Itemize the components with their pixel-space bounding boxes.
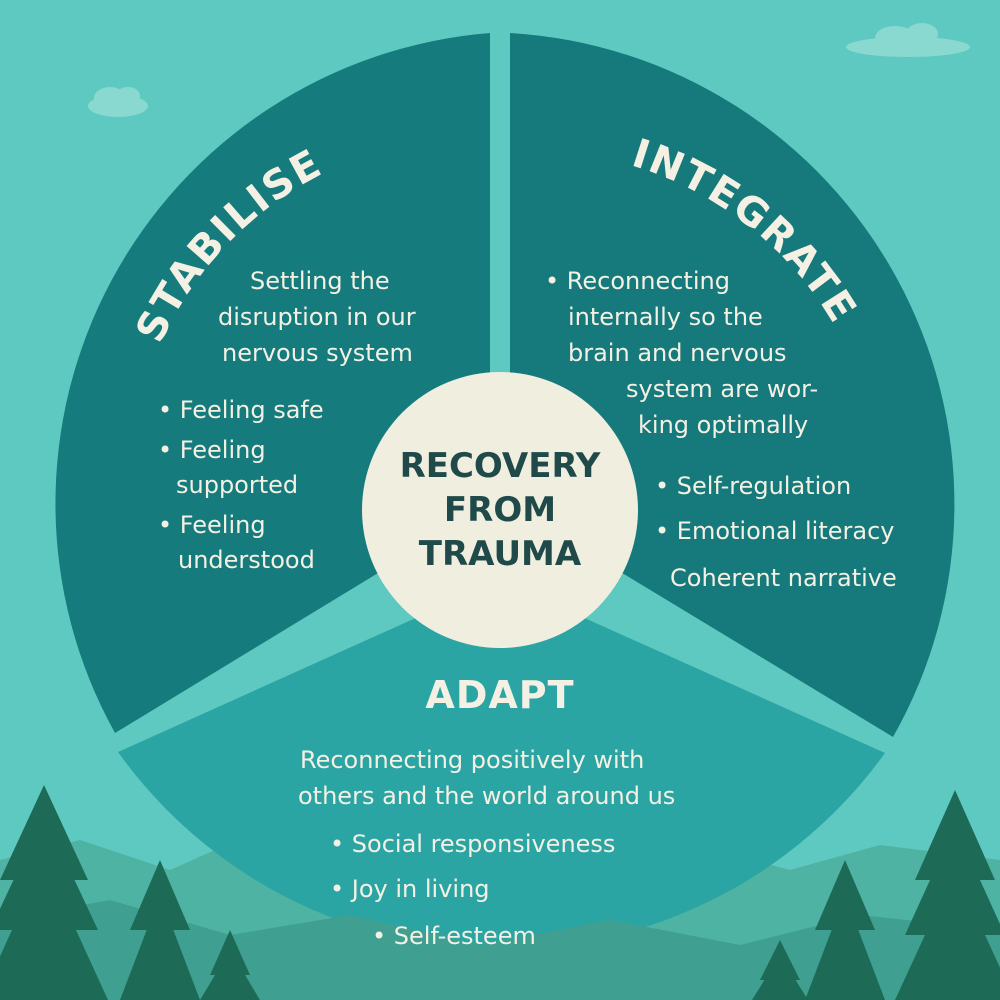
- trees-left: [0, 785, 260, 1000]
- adapt-bullet: • Social responsiveness: [330, 830, 616, 858]
- stabilise-description-line: nervous system: [222, 339, 413, 367]
- center-title-line: FROM: [443, 490, 557, 530]
- integrate-description-line: system are wor-: [626, 375, 819, 403]
- stabilise-bullet: understood: [178, 546, 315, 574]
- stabilise-bullet: • Feeling: [158, 436, 266, 464]
- integrate-description-line: internally so the: [568, 303, 763, 331]
- integrate-description-line: king optimally: [638, 411, 809, 439]
- center-title-line: TRAUMA: [418, 534, 582, 574]
- center-title: RECOVERY FROM TRAUMA: [362, 384, 638, 636]
- stabilise-bullet: supported: [176, 471, 299, 499]
- integrate-bullet: • Self-regulation: [655, 472, 852, 500]
- integrate-description-line: • Reconnecting: [545, 267, 730, 295]
- cloud-left: [88, 87, 148, 117]
- center-title-line: RECOVERY: [399, 446, 601, 486]
- stabilise-description-line: Settling the: [250, 267, 390, 295]
- integrate-bullet: • Emotional literacy: [655, 517, 895, 545]
- cloud-right: [846, 23, 970, 57]
- stabilise-bullet: • Feeling safe: [158, 396, 324, 424]
- stabilise-bullet: • Feeling: [158, 511, 266, 539]
- center-circle: [362, 372, 638, 648]
- adapt-description-line: others and the world around us: [298, 782, 676, 810]
- adapt-bullet: • Self-esteem: [372, 922, 536, 950]
- adapt-bullet: • Joy in living: [330, 875, 490, 903]
- integrate-description-line: brain and nervous: [568, 339, 787, 367]
- segment-adapt: [118, 580, 885, 950]
- adapt-description-line: Reconnecting positively with: [300, 746, 645, 774]
- stabilise-description-line: disruption in our: [218, 303, 416, 331]
- integrate-bullet: Coherent narrative: [670, 564, 897, 592]
- trees-right: [752, 790, 1000, 1000]
- adapt-title: ADAPT: [425, 673, 575, 717]
